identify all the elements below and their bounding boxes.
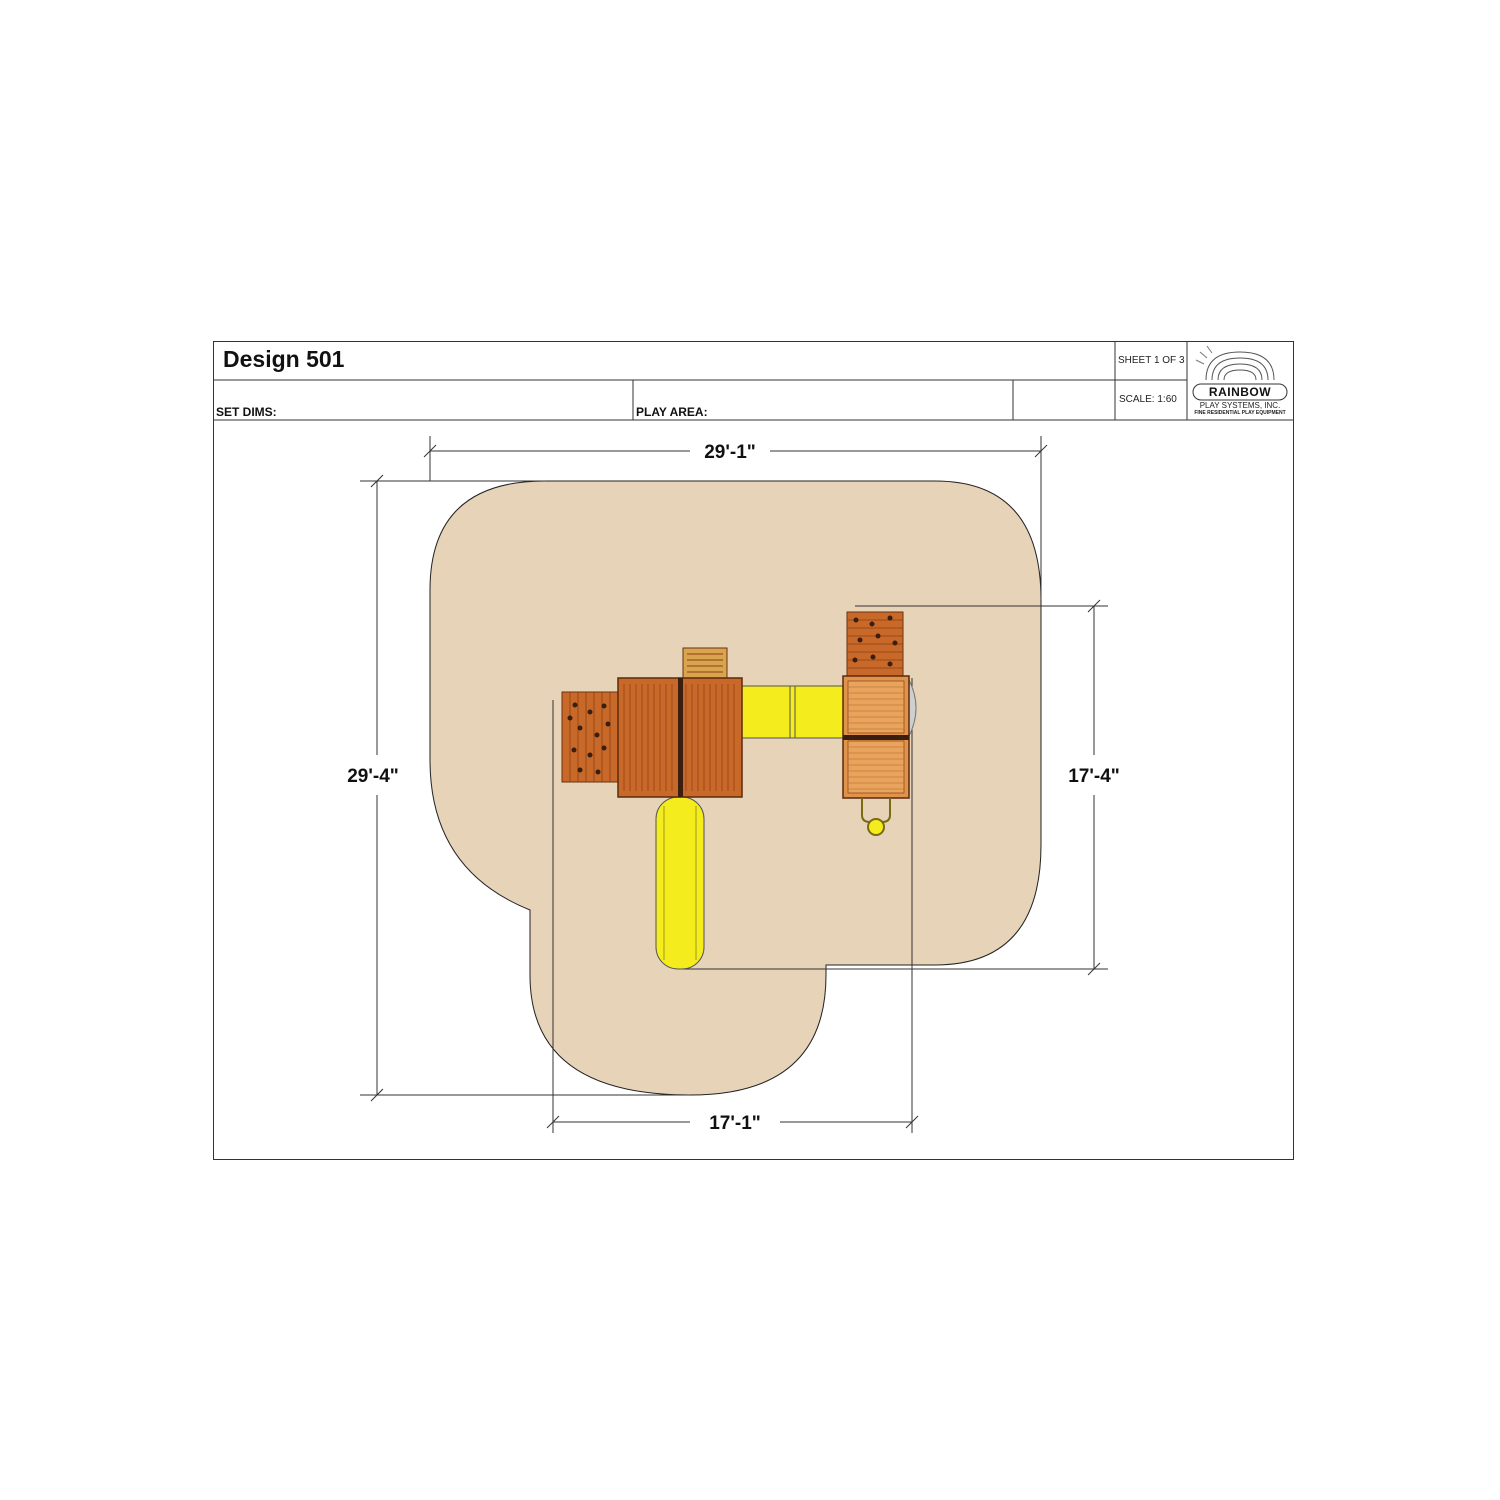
dim-set-width: 17'-1" xyxy=(709,1113,761,1134)
dim-overall-depth: 29'-4" xyxy=(347,766,399,787)
tube-slide xyxy=(737,685,847,739)
right-tower xyxy=(842,675,917,799)
main-deck xyxy=(617,677,743,798)
dim-overall-width: 29'-1" xyxy=(704,442,756,463)
logo-tagline: FINE RESIDENTIAL PLAY EQUIPMENT xyxy=(1194,410,1286,416)
design-title: Design 501 xyxy=(223,346,345,372)
scale-label: SCALE: 1:60 xyxy=(1119,394,1177,405)
trapeze-ring xyxy=(861,798,891,836)
set-dims-label: SET DIMS: xyxy=(216,405,277,419)
rock-wall-left xyxy=(561,691,619,783)
sheet-number: SHEET 1 OF 3 xyxy=(1118,355,1185,366)
ladder xyxy=(682,647,728,682)
dim-set-depth: 17'-4" xyxy=(1068,766,1120,787)
rock-wall-right xyxy=(846,611,904,677)
dimension-lines xyxy=(360,436,1108,1133)
rainbow-logo-icon xyxy=(1192,345,1288,401)
play-area-label: PLAY AREA: xyxy=(636,405,708,419)
straight-slide xyxy=(655,796,705,970)
title-block-grid xyxy=(213,341,1294,421)
logo-company: PLAY SYSTEMS, INC. xyxy=(1199,401,1281,410)
logo-brand: RAINBOW xyxy=(1208,385,1272,399)
drawing-sheet xyxy=(213,341,1294,1160)
